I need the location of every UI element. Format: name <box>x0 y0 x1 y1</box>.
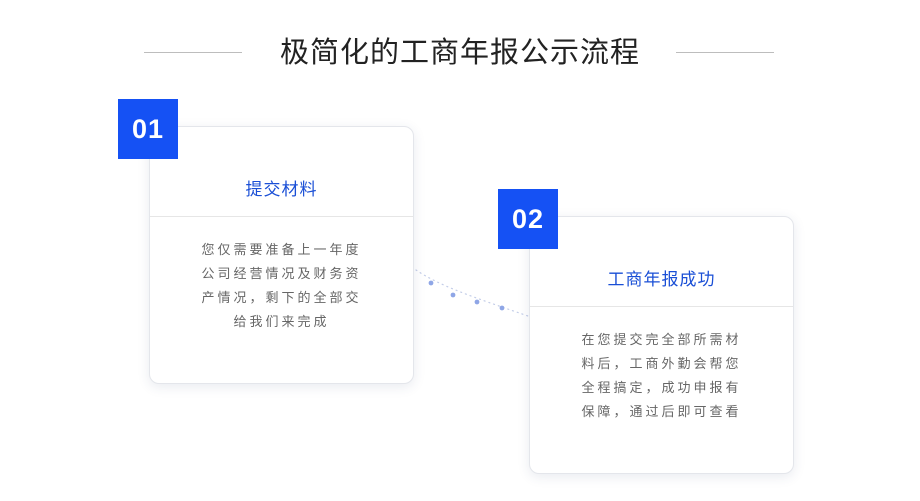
header-rule-left <box>144 52 242 53</box>
connector-dot <box>499 305 505 311</box>
step-title: 提交材料 <box>245 180 318 200</box>
description-line: 产情况，剩下的全部交 <box>201 291 362 306</box>
description-line: 料后，工商外勤会帮您 <box>581 357 742 372</box>
step-number-badge: 02 <box>498 189 558 249</box>
card-divider <box>150 216 413 217</box>
description-line: 给我们来完成 <box>233 315 330 330</box>
card-divider <box>530 306 793 307</box>
description-line: 公司经营情况及财务资 <box>201 267 362 282</box>
step-title: 工商年报成功 <box>607 270 716 290</box>
step-card-report-success: 工商年报成功 在您提交完全部所需材 料后，工商外勤会帮您 全程搞定，成功申报有 … <box>529 216 794 474</box>
step-description: 您仅需要准备上一年度 公司经营情况及财务资 产情况，剩下的全部交 给我们来完成 <box>150 239 413 335</box>
connector-dot <box>474 299 480 305</box>
step-connector <box>415 269 529 317</box>
header-rule-right <box>676 52 774 53</box>
connector-dot <box>450 292 456 298</box>
step-description: 在您提交完全部所需材 料后，工商外勤会帮您 全程搞定，成功申报有 保障，通过后即… <box>530 329 793 425</box>
page-header: 极简化的工商年报公示流程 <box>0 30 920 76</box>
page-title: 极简化的工商年报公示流程 <box>279 35 640 69</box>
step-card-submit-materials: 提交材料 您仅需要准备上一年度 公司经营情况及财务资 产情况，剩下的全部交 给我… <box>149 126 414 384</box>
step-number-badge: 01 <box>118 99 178 159</box>
description-line: 在您提交完全部所需材 <box>581 333 742 348</box>
description-line: 全程搞定，成功申报有 <box>581 381 742 396</box>
description-line: 保障，通过后即可查看 <box>581 405 742 420</box>
connector-dot <box>428 280 434 286</box>
description-line: 您仅需要准备上一年度 <box>201 243 362 258</box>
